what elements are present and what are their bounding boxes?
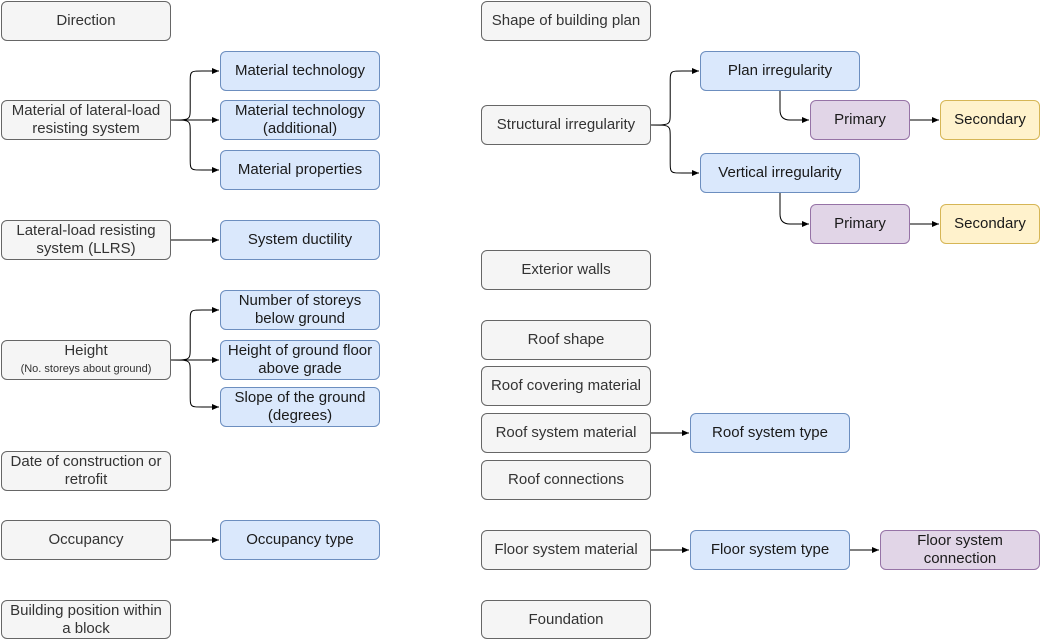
- node-material-technology-label: Material technology: [234, 62, 366, 79]
- node-plan-irregularity-label: Plan irregularity: [727, 62, 833, 79]
- node-plan-secondary: Secondary: [940, 100, 1040, 140]
- node-exterior-walls-label: Exterior walls: [521, 261, 611, 278]
- node-llrs: Lateral-load resisting system (LLRS): [1, 220, 171, 260]
- node-material-properties-label: Material properties: [237, 161, 363, 178]
- node-height-ground-floor-label: Height of ground floor above grade: [227, 342, 373, 377]
- node-direction: Direction: [1, 1, 171, 41]
- connector-structural_irregularity-to-plan_irregularity: [650, 68, 699, 126]
- connector-height-to-slope_ground: [170, 359, 219, 410]
- node-vertical-primary-label: Primary: [834, 215, 886, 232]
- node-roof-covering-material: Roof covering material: [481, 366, 651, 406]
- node-exterior-walls: Exterior walls: [481, 250, 651, 290]
- connector-vertical_irregularity-to-vertical_primary: [779, 193, 809, 227]
- node-building-position: Building position within a block: [1, 600, 171, 639]
- connector-material_llrs-to-material_technology: [170, 68, 219, 121]
- node-material-technology-additional: Material technology (additional): [220, 100, 380, 140]
- node-roof-system-type-label: Roof system type: [712, 424, 828, 441]
- node-date-of-construction: Date of construction or retrofit: [1, 451, 171, 491]
- node-slope-of-ground: Slope of the ground (degrees): [220, 387, 380, 427]
- node-height-ground-floor: Height of ground floor above grade: [220, 340, 380, 380]
- node-occupancy-type-label: Occupancy type: [246, 531, 354, 548]
- node-material-of-llrs-label: Material of lateral-load resisting syste…: [11, 102, 161, 137]
- node-llrs-label: Lateral-load resisting system (LLRS): [16, 222, 156, 257]
- connector-material_llrs-to-material_properties: [170, 119, 219, 173]
- node-height-sublabel: (No. storeys about ground): [20, 363, 152, 375]
- node-date-of-construction-label: Date of construction or retrofit: [10, 453, 162, 488]
- connector-structural_irregularity-to-vertical_irregularity: [650, 124, 699, 176]
- node-roof-system-type: Roof system type: [690, 413, 850, 453]
- node-vertical-secondary: Secondary: [940, 204, 1040, 244]
- node-building-position-label: Building position within a block: [10, 601, 162, 637]
- node-occupancy: Occupancy: [1, 520, 171, 560]
- node-vertical-irregularity: Vertical irregularity: [700, 153, 860, 193]
- node-system-ductility-label: System ductility: [247, 231, 353, 248]
- node-vertical-irregularity-label: Vertical irregularity: [718, 164, 842, 181]
- node-roof-shape-label: Roof shape: [527, 331, 605, 348]
- node-floor-system-material-label: Floor system material: [494, 541, 638, 558]
- node-occupancy-type: Occupancy type: [220, 520, 380, 560]
- node-roof-covering-material-label: Roof covering material: [490, 377, 642, 394]
- node-vertical-primary: Primary: [810, 204, 910, 244]
- node-plan-secondary-label: Secondary: [954, 111, 1026, 128]
- node-structural-irregularity: Structural irregularity: [481, 105, 651, 145]
- node-system-ductility: System ductility: [220, 220, 380, 260]
- node-roof-system-material: Roof system material: [481, 413, 651, 453]
- node-occupancy-label: Occupancy: [48, 531, 124, 548]
- node-storeys-below-ground: Number of storeys below ground: [220, 290, 380, 330]
- node-slope-of-ground-label: Slope of the ground (degrees): [234, 389, 366, 424]
- node-roof-shape: Roof shape: [481, 320, 651, 360]
- node-shape-of-building-plan: Shape of building plan: [481, 1, 651, 41]
- node-storeys-below-ground-label: Number of storeys below ground: [238, 292, 362, 327]
- node-floor-system-type-label: Floor system type: [710, 541, 830, 558]
- node-height-label: Height: [64, 342, 108, 359]
- connector-plan_irregularity-to-plan_primary: [779, 91, 809, 123]
- node-vertical-secondary-label: Secondary: [954, 215, 1026, 232]
- node-shape-of-building-plan-label: Shape of building plan: [491, 12, 641, 29]
- connector-height-to-storeys_below_ground: [170, 307, 219, 361]
- node-plan-irregularity: Plan irregularity: [700, 51, 860, 91]
- node-material-technology: Material technology: [220, 51, 380, 91]
- node-floor-system-connection-label: Floor system connection: [917, 532, 1003, 567]
- node-floor-system-connection: Floor system connection: [880, 530, 1040, 570]
- node-floor-system-material: Floor system material: [481, 530, 651, 570]
- node-floor-system-type: Floor system type: [690, 530, 850, 570]
- node-roof-connections: Roof connections: [481, 460, 651, 500]
- node-structural-irregularity-label: Structural irregularity: [496, 116, 636, 133]
- node-direction-label: Direction: [56, 12, 116, 29]
- node-material-of-llrs: Material of lateral-load resisting syste…: [1, 100, 171, 140]
- node-foundation: Foundation: [481, 600, 651, 639]
- node-foundation-label: Foundation: [528, 610, 604, 628]
- node-height: Height (No. storeys about ground): [1, 340, 171, 380]
- node-roof-system-material-label: Roof system material: [495, 424, 637, 441]
- node-material-technology-additional-label: Material technology (additional): [234, 102, 366, 137]
- node-material-properties: Material properties: [220, 150, 380, 190]
- node-plan-primary: Primary: [810, 100, 910, 140]
- node-roof-connections-label: Roof connections: [508, 471, 624, 488]
- node-plan-primary-label: Primary: [834, 111, 886, 128]
